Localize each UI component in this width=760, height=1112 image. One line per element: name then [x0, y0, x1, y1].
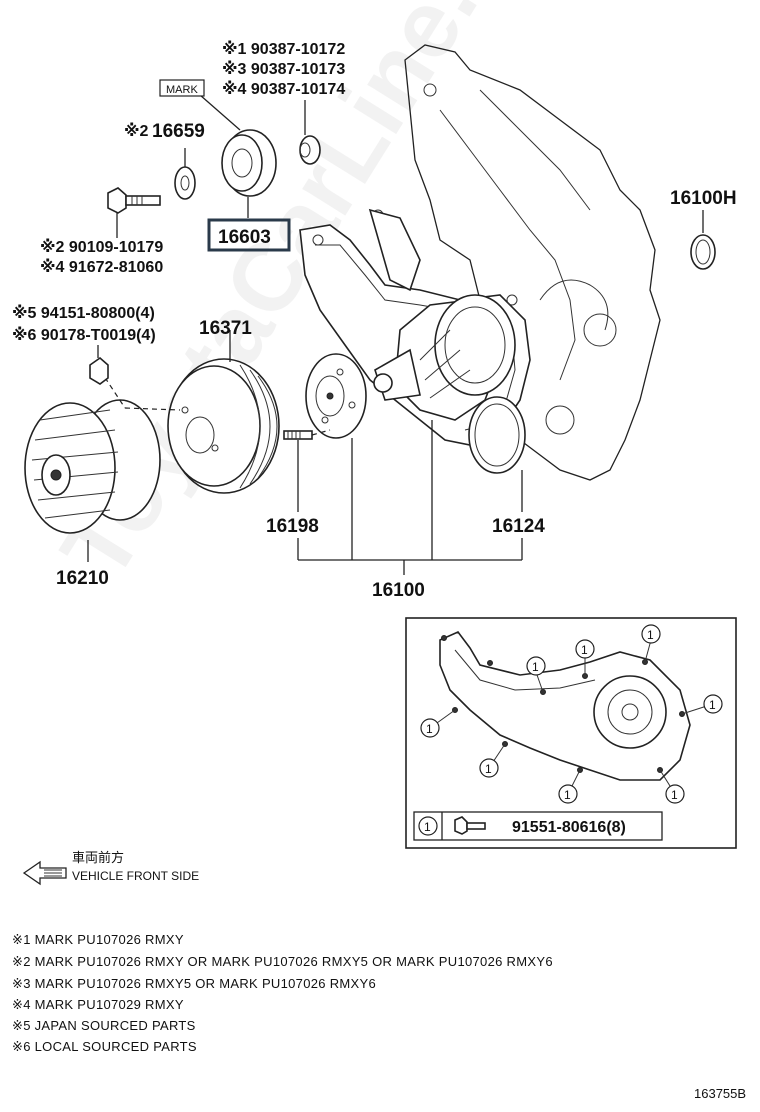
fan-clutch-16210	[24, 369, 181, 562]
part-16371: 16371	[199, 318, 252, 339]
part-16603-highlight	[207, 218, 291, 252]
leader-lines	[297, 420, 523, 575]
direction-jp: 車両前方	[72, 850, 124, 865]
callout-1g: 1	[564, 788, 571, 802]
part-16603: 16603	[218, 227, 271, 248]
diagram-code: 163755B	[694, 1086, 746, 1101]
pulley-ref-2: ※3 90387-10173	[222, 60, 345, 78]
callout-1a: 1	[532, 660, 539, 674]
reference-labels: ※1 90387-10172 ※3 90387-10173 ※4 90387-1…	[12, 40, 737, 601]
vehicle-front-arrow: 車両前方 VEHICLE FRONT SIDE	[22, 850, 199, 886]
bolt-ref-1: ※2 90109-10179	[40, 238, 163, 256]
note-6: ※6 LOCAL SOURCED PARTS	[12, 1039, 197, 1054]
inset-bolt-part: 91551-80616(8)	[512, 819, 626, 836]
bolt-ref-2: ※4 91672-81060	[40, 258, 163, 276]
callout-1f: 1	[485, 762, 492, 776]
part-16198: 16198	[266, 516, 319, 537]
nut-ref-1: ※5 94151-80800(4)	[12, 304, 155, 322]
pulley-ref-1: ※1 90387-10172	[222, 40, 345, 58]
mark-box-label: MARK	[166, 84, 198, 96]
part-16210: 16210	[56, 568, 109, 589]
callout-1h: 1	[671, 788, 678, 802]
p16659-prefix: ※2	[124, 122, 149, 140]
note-4: ※4 MARK PU107029 RMXY	[12, 997, 184, 1012]
engine-timing-cover	[404, 44, 661, 481]
part-16100H: 16100H	[670, 188, 737, 209]
inset-callouts: 1 1 1 1 1 1 1 1	[420, 624, 723, 804]
note-5: ※5 JAPAN SOURCED PARTS	[12, 1018, 196, 1033]
pulley-ref-3: ※4 90387-10174	[222, 80, 345, 98]
gasket-16124	[468, 396, 526, 474]
callout-1b: 1	[581, 643, 588, 657]
water-pump-16100	[373, 294, 516, 421]
callout-1c: 1	[647, 628, 654, 642]
fan-pulley-16371	[167, 330, 280, 494]
note-3: ※3 MARK PU107026 RMXY5 OR MARK PU107026 …	[12, 976, 376, 991]
part-16124: 16124	[492, 516, 545, 537]
stud-bolt	[283, 429, 331, 440]
inset-bolt-icon	[454, 816, 486, 835]
mark-box	[159, 79, 205, 97]
note-1: ※1 MARK PU107026 RMXY	[12, 932, 184, 947]
fan-pulley-flange	[305, 353, 367, 439]
bolt-location-inset: 1 1 1 1 1 1 1 1 1 91551-80616(8)	[405, 617, 737, 849]
idler-spacer	[299, 100, 321, 165]
oring-16100H	[690, 210, 716, 270]
nut	[89, 345, 109, 385]
callout-1e: 1	[426, 722, 433, 736]
footnotes: ※1 MARK PU107026 RMXY ※2 MARK PU107026 R…	[12, 932, 553, 1054]
direction-en: VEHICLE FRONT SIDE	[72, 869, 199, 883]
note-2: ※2 MARK PU107026 RMXY OR MARK PU107026 R…	[12, 954, 553, 969]
nut-ref-2: ※6 90178-T0019(4)	[12, 326, 156, 344]
idler-bolt	[107, 187, 161, 238]
callout-1d: 1	[709, 698, 716, 712]
part-16100: 16100	[372, 580, 425, 601]
legend-callout: 1	[424, 820, 431, 834]
idler-pulley-16603	[199, 94, 277, 218]
washer-16659	[174, 148, 196, 200]
part-16659: 16659	[152, 121, 205, 142]
